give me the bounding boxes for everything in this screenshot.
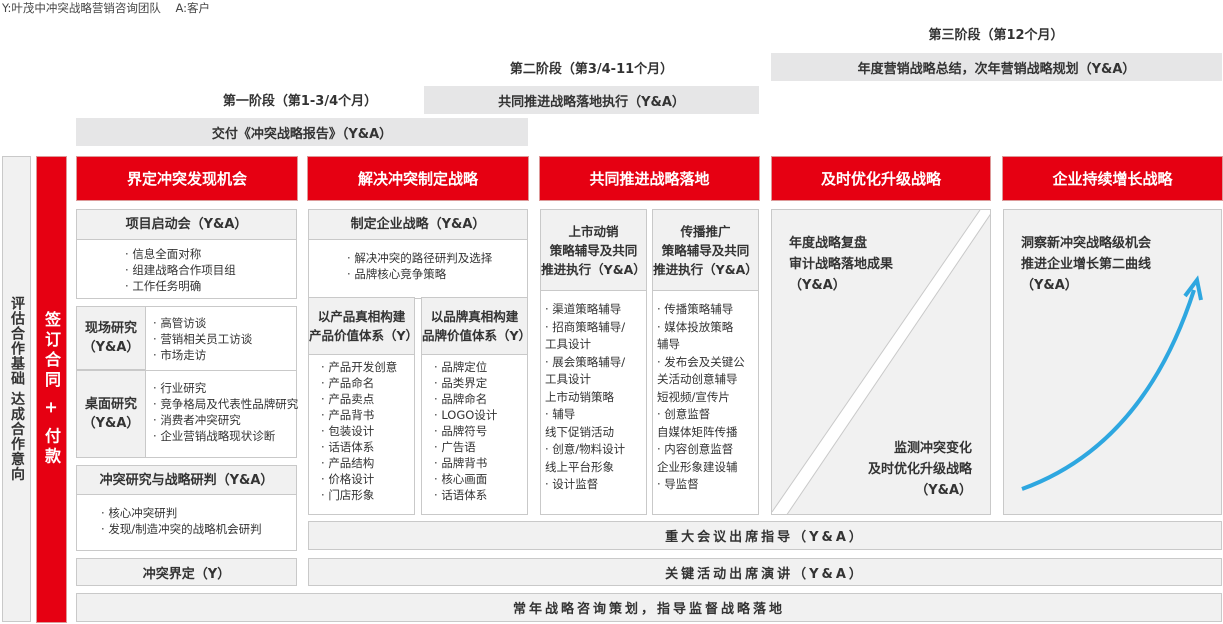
- list-item: · 企业营销战略现状诊断: [153, 429, 276, 443]
- list-item: · 信息全面对称: [125, 247, 202, 261]
- stage-1-bar: 交付《冲突战略报告》（Y&A）: [76, 118, 528, 146]
- list-item: 工具设计: [545, 337, 591, 351]
- red-column-text: 签订合同 + 付款: [42, 311, 61, 468]
- list-item: · 组建战略合作项目组: [125, 263, 236, 277]
- header-4: 及时优化升级战略: [772, 157, 990, 200]
- speech-bar: 关键活动出席演讲（Y&A）: [308, 558, 1222, 586]
- stage-2-bar: 共同推进战略落地执行（Y&A）: [424, 86, 759, 114]
- growth-box: 洞察新冲突战略级机会推进企业增长第二曲线（Y&A）: [1003, 209, 1222, 515]
- list-item: 线上平台形象: [545, 459, 614, 474]
- strategy-title: 制定企业战略（Y&A）: [309, 210, 527, 240]
- list-item: · 产品背书: [321, 408, 375, 422]
- list-item: · 品牌定位: [434, 360, 488, 374]
- product-title: 以产品真相构建产品价值体系（Y）: [309, 298, 418, 355]
- conflict-research-title: 冲突研究与战略研判（Y&A）: [77, 466, 296, 495]
- header-5: 企业持续增长战略: [1003, 157, 1222, 200]
- list-item: · 品牌符号: [434, 424, 488, 438]
- conflict-define-bar: 冲突界定（Y）: [76, 558, 297, 586]
- comm-title: 传播推广策略辅导及共同推进执行（Y&A）: [653, 210, 758, 291]
- stage-3-label: 第三阶段（第12个月）: [928, 28, 1064, 43]
- list-item: · 工作任务明确: [125, 279, 202, 293]
- list-item: · 广告语: [434, 440, 476, 454]
- list-item: · 导监督: [657, 477, 699, 491]
- launch-box: 上市动销策略辅导及共同推进执行（Y&A） · 渠道策略辅导 · 招商策略辅导/ 工…: [540, 209, 647, 515]
- meeting-bar: 重大会议出席指导（Y&A）: [308, 521, 1222, 550]
- list-item: 上市动销策略: [545, 389, 614, 404]
- desk-research-title: 桌面研究（Y&A）: [77, 371, 146, 457]
- kickoff-box: 项目启动会（Y&A） · 信息全面对称 · 组建战略合作项目组 · 工作任务明确: [76, 209, 297, 299]
- list-item: 短视频/宣传片: [657, 389, 730, 404]
- diagonal-divider: [772, 210, 990, 514]
- list-item: 企业形象建设辅: [657, 459, 738, 474]
- kickoff-title: 项目启动会（Y&A）: [77, 210, 296, 240]
- list-item: · 创意/物料设计: [545, 442, 626, 456]
- list-item: · 品类界定: [434, 376, 488, 390]
- strategy-box: 制定企业战略（Y&A） · 解决冲突的路径研判及选择 · 品牌核心竞争策略: [308, 209, 528, 299]
- list-item: · 渠道策略辅导: [545, 302, 622, 316]
- list-item: · 发现/制造冲突的战略机会研判: [101, 522, 262, 536]
- list-item: · 设计监督: [545, 477, 599, 491]
- list-item: · 媒体投放策略: [657, 319, 734, 334]
- growth-arrow-icon: [1021, 275, 1203, 491]
- stage-1-label: 第一阶段（第1-3/4个月）: [222, 94, 378, 109]
- header-1: 界定冲突发现机会: [77, 157, 297, 200]
- launch-title: 上市动销策略辅导及共同推进执行（Y&A）: [541, 210, 646, 291]
- header-2: 解决冲突制定战略: [308, 157, 528, 200]
- list-item: · 高管访谈: [153, 316, 207, 330]
- list-item: · 产品命名: [321, 376, 375, 390]
- red-column: 签订合同 + 付款: [37, 157, 66, 622]
- list-item: 工具设计: [545, 372, 591, 386]
- list-item: · 门店形象: [321, 488, 375, 502]
- list-item: · 包装设计: [321, 424, 375, 438]
- list-item: · 品牌背书: [434, 456, 488, 470]
- list-item: · 品牌核心竞争策略: [347, 267, 447, 281]
- list-item: · 营销相关员工访谈: [153, 332, 253, 346]
- product-box: 以产品真相构建产品价值体系（Y） · 产品开发创意 · 产品命名 · 产品卖点 · 产…: [308, 297, 418, 515]
- list-item: · 核心画面: [434, 472, 488, 486]
- list-item: · 辅导: [545, 407, 576, 421]
- list-item: · 核心冲突研判: [101, 506, 178, 520]
- list-item: · 产品卖点: [321, 392, 375, 406]
- research-box: 现场研究（Y&A） · 高管访谈 · 营销相关员工访谈 · 市场走访 桌面研究（…: [76, 306, 299, 458]
- comm-box: 传播推广策略辅导及共同推进执行（Y&A） · 传播策略辅导 · 媒体投放策略 辅导…: [652, 209, 759, 515]
- annual-review-text: 年度战略复盘审计战略落地成果（Y&A）: [789, 236, 894, 293]
- brand-box: 以品牌真相构建品牌价值体系（Y） · 品牌定位 · 品类界定 · 品牌命名 · LOG…: [421, 297, 531, 515]
- list-item: 辅导: [657, 337, 680, 351]
- header-3: 共同推进战略落地: [540, 157, 759, 200]
- monitor-text: 监测冲突变化及时优化升级战略（Y&A）: [867, 441, 972, 498]
- list-item: · 消费者冲突研究: [153, 413, 241, 427]
- list-item: · 展会策略辅导/: [545, 354, 626, 369]
- brand-title: 以品牌真相构建品牌价值体系（Y）: [422, 298, 531, 355]
- list-item: · 内容创意监督: [657, 442, 734, 456]
- list-item: · 招商策略辅导/: [545, 319, 626, 334]
- list-item: · 市场走访: [153, 348, 207, 362]
- optimize-box: 年度战略复盘审计战略落地成果（Y&A） 监测冲突变化及时优化升级战略（Y&A）: [771, 209, 991, 515]
- list-item: · 话语体系: [434, 488, 488, 502]
- list-item: · 产品结构: [321, 456, 375, 470]
- growth-text: 洞察新冲突战略级机会推进企业增长第二曲线（Y&A）: [1021, 236, 1152, 293]
- conflict-research-box: 冲突研究与战略研判（Y&A） · 核心冲突研判 · 发现/制造冲突的战略机会研判: [76, 465, 297, 551]
- list-item: · 价格设计: [321, 472, 375, 486]
- list-item: · 产品开发创意: [321, 360, 398, 374]
- field-research-title: 现场研究（Y&A）: [77, 307, 146, 370]
- list-item: · 话语体系: [321, 440, 375, 454]
- list-item: 关活动创意辅导: [657, 372, 738, 386]
- stage-3-bar: 年度营销战略总结，次年营销战略规划（Y&A）: [771, 53, 1222, 81]
- list-item: · 竞争格局及代表性品牌研究: [153, 397, 299, 411]
- list-item: · LOGO设计: [434, 408, 498, 422]
- list-item: · 传播策略辅导: [657, 302, 734, 316]
- list-item: 自媒体矩阵传播: [657, 424, 738, 439]
- list-item: · 品牌命名: [434, 392, 488, 406]
- list-item: · 创意监督: [657, 407, 711, 421]
- annual-bar: 常年战略咨询策划，指导监督战略落地: [76, 593, 1222, 622]
- left-column-text: 评估合作基础 达成合作意向: [9, 296, 25, 482]
- list-item: · 行业研究: [153, 381, 207, 395]
- list-item: · 发布会及关键公: [657, 354, 745, 369]
- list-item: · 解决冲突的路径研判及选择: [347, 251, 493, 265]
- left-column: 评估合作基础 达成合作意向: [2, 156, 31, 622]
- list-item: 线下促销活动: [545, 424, 614, 439]
- stage-2-label: 第二阶段（第3/4-11个月）: [509, 62, 674, 77]
- legend: Y:叶茂中冲突战略营销咨询团队 A:客户: [2, 1, 211, 15]
